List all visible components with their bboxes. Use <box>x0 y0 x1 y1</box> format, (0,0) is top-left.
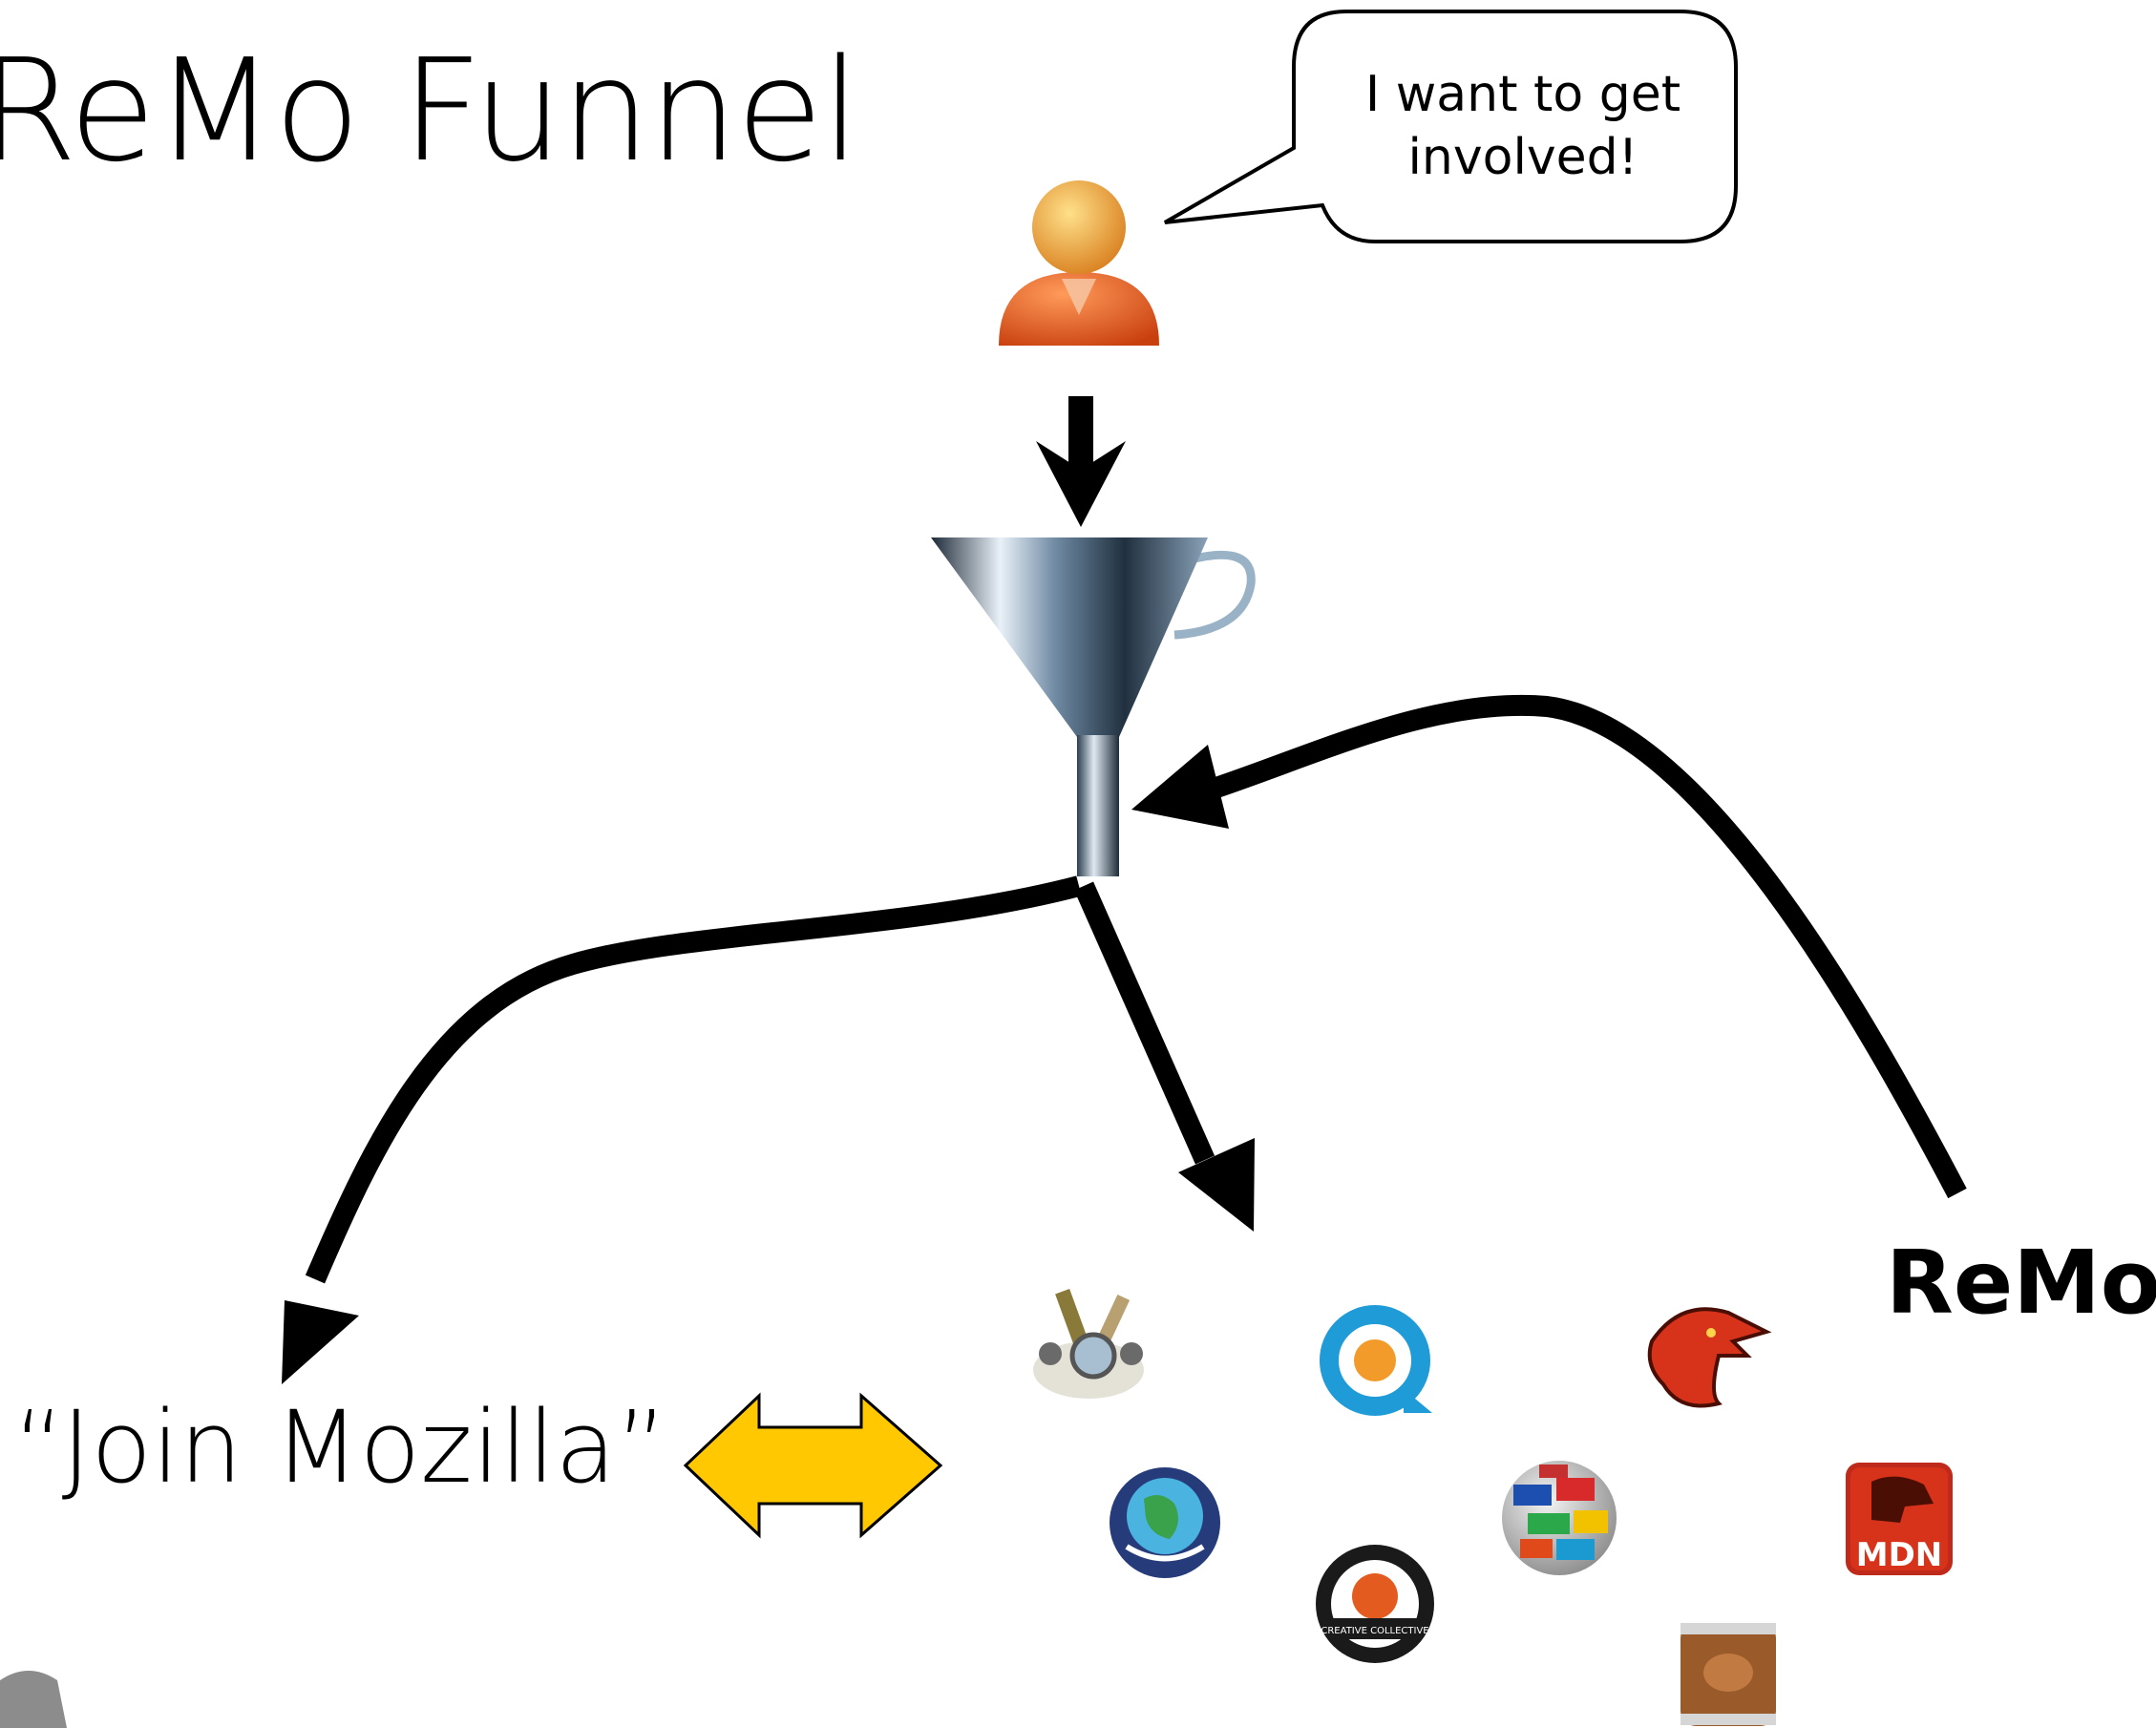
speech-bubble-line1: I want to get <box>1364 66 1681 123</box>
speech-bubble-line2: involved! <box>1407 129 1638 186</box>
mozilla-dino-icon <box>1647 1307 1772 1408</box>
person-icon <box>999 180 1159 346</box>
arrow-to-join-mozilla <box>305 875 1082 1284</box>
arrow-head-join <box>282 1300 359 1384</box>
remo-label: ReMo <box>1886 1232 2156 1334</box>
mdn-icon: MDN <box>1846 1463 1953 1575</box>
join-mozilla-label: “Join Mozilla” <box>13 1389 668 1506</box>
barrel-icon <box>1680 1623 1776 1726</box>
funnel-icon <box>931 537 1256 876</box>
arrow-down-to-funnel <box>1036 396 1126 527</box>
arrow-remo-to-funnel <box>1204 695 1967 1199</box>
speech-bubble-text: I want to get involved! <box>1318 63 1728 189</box>
globe-hands-icon <box>1110 1467 1220 1578</box>
corner-decoration <box>0 1671 67 1728</box>
mdn-icon-text: MDN <box>1856 1536 1943 1574</box>
slide-title: ReMo Funnel <box>0 29 860 193</box>
creative-collective-text: CREATIVE COLLECTIVE <box>1321 1626 1428 1636</box>
arrow-head-remo <box>1131 745 1229 829</box>
flags-globe-icon <box>1502 1461 1617 1575</box>
double-arrow-icon <box>683 1392 943 1539</box>
arrow-head-projects <box>1178 1138 1255 1232</box>
speech-bubble <box>1163 10 1738 243</box>
creative-collective-icon: CREATIVE COLLECTIVE <box>1316 1545 1434 1663</box>
tools-icon <box>1033 1288 1144 1399</box>
arrow-to-projects <box>1073 881 1215 1165</box>
support-icon <box>1320 1305 1432 1416</box>
